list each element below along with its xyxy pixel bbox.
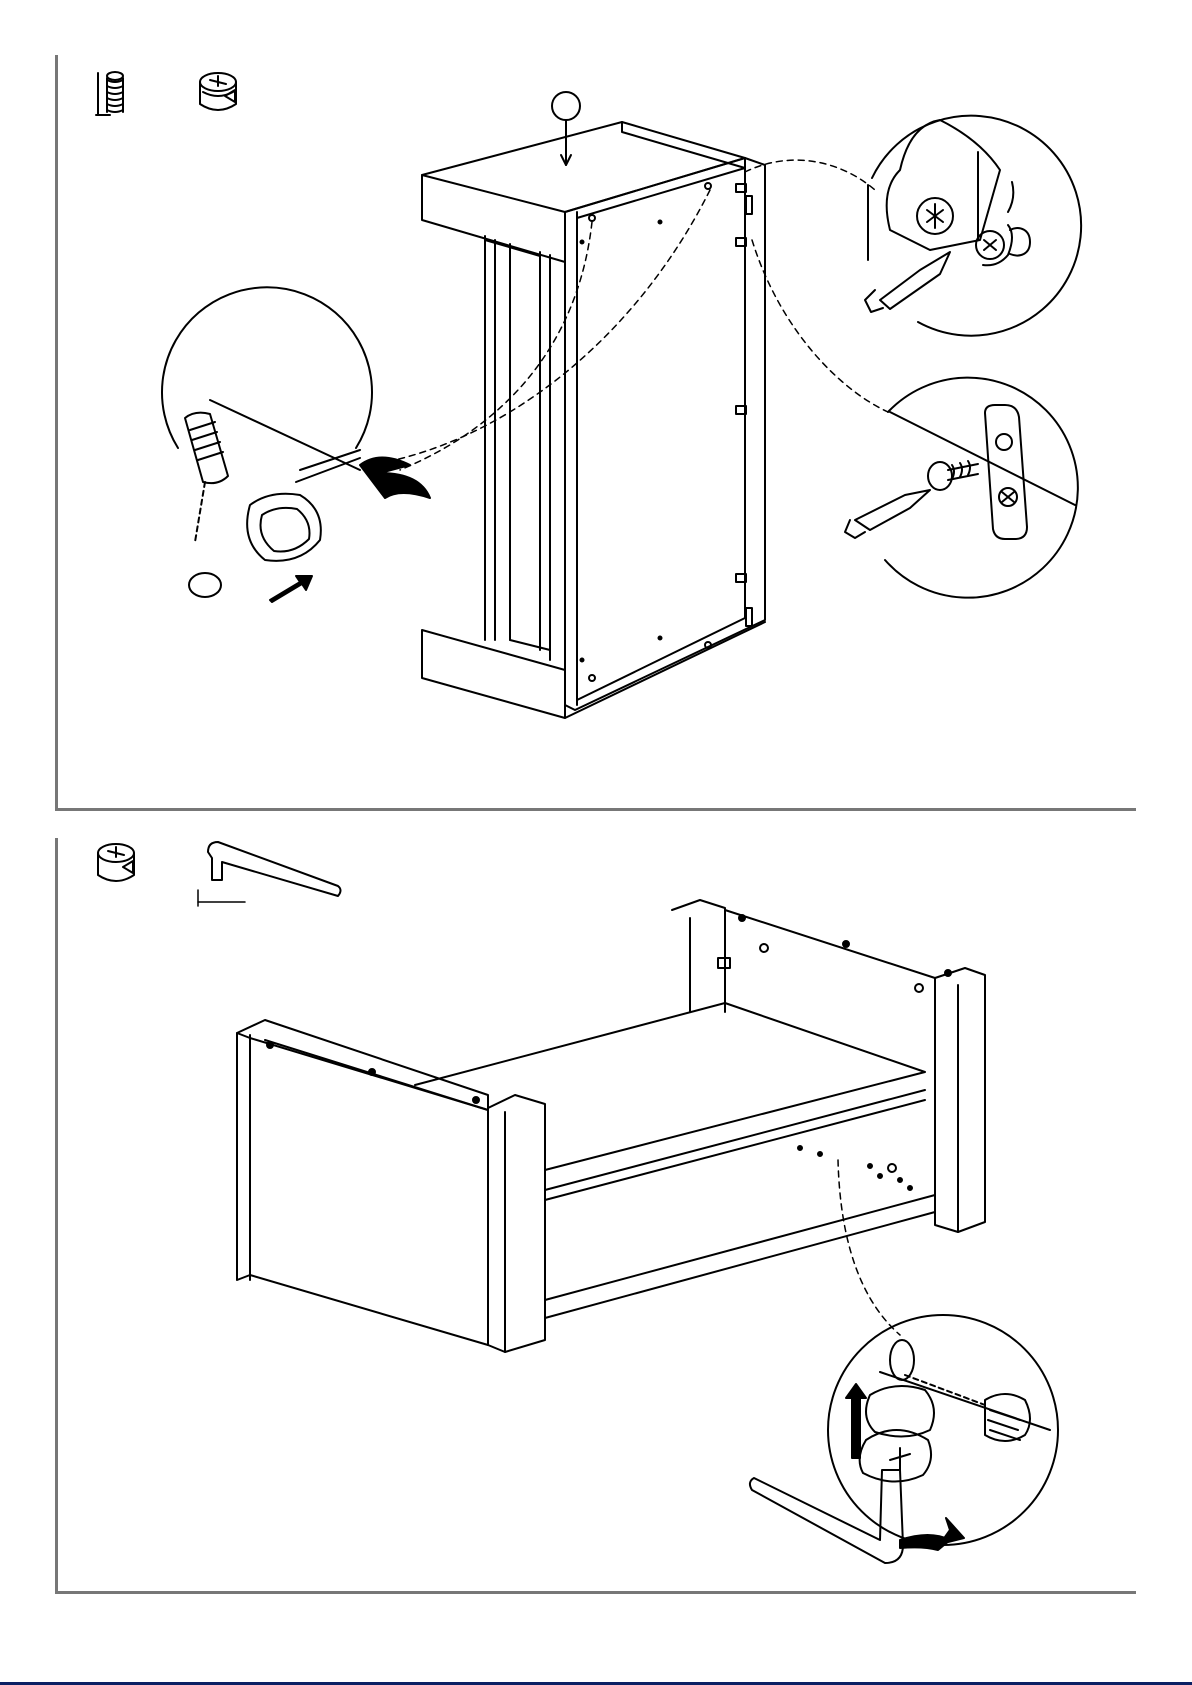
bracket-screw-detail	[865, 116, 1081, 336]
cabinet-standing	[422, 122, 765, 718]
part-callout	[552, 92, 580, 165]
cam-lock-detail	[162, 287, 430, 602]
cam-lock-icon	[200, 73, 236, 110]
plate-screw-detail	[845, 378, 1078, 598]
screw-icon	[96, 72, 123, 115]
detail-leaders	[395, 160, 888, 470]
step-2-panel	[55, 838, 1136, 1594]
step-2-frame	[55, 838, 1136, 1594]
